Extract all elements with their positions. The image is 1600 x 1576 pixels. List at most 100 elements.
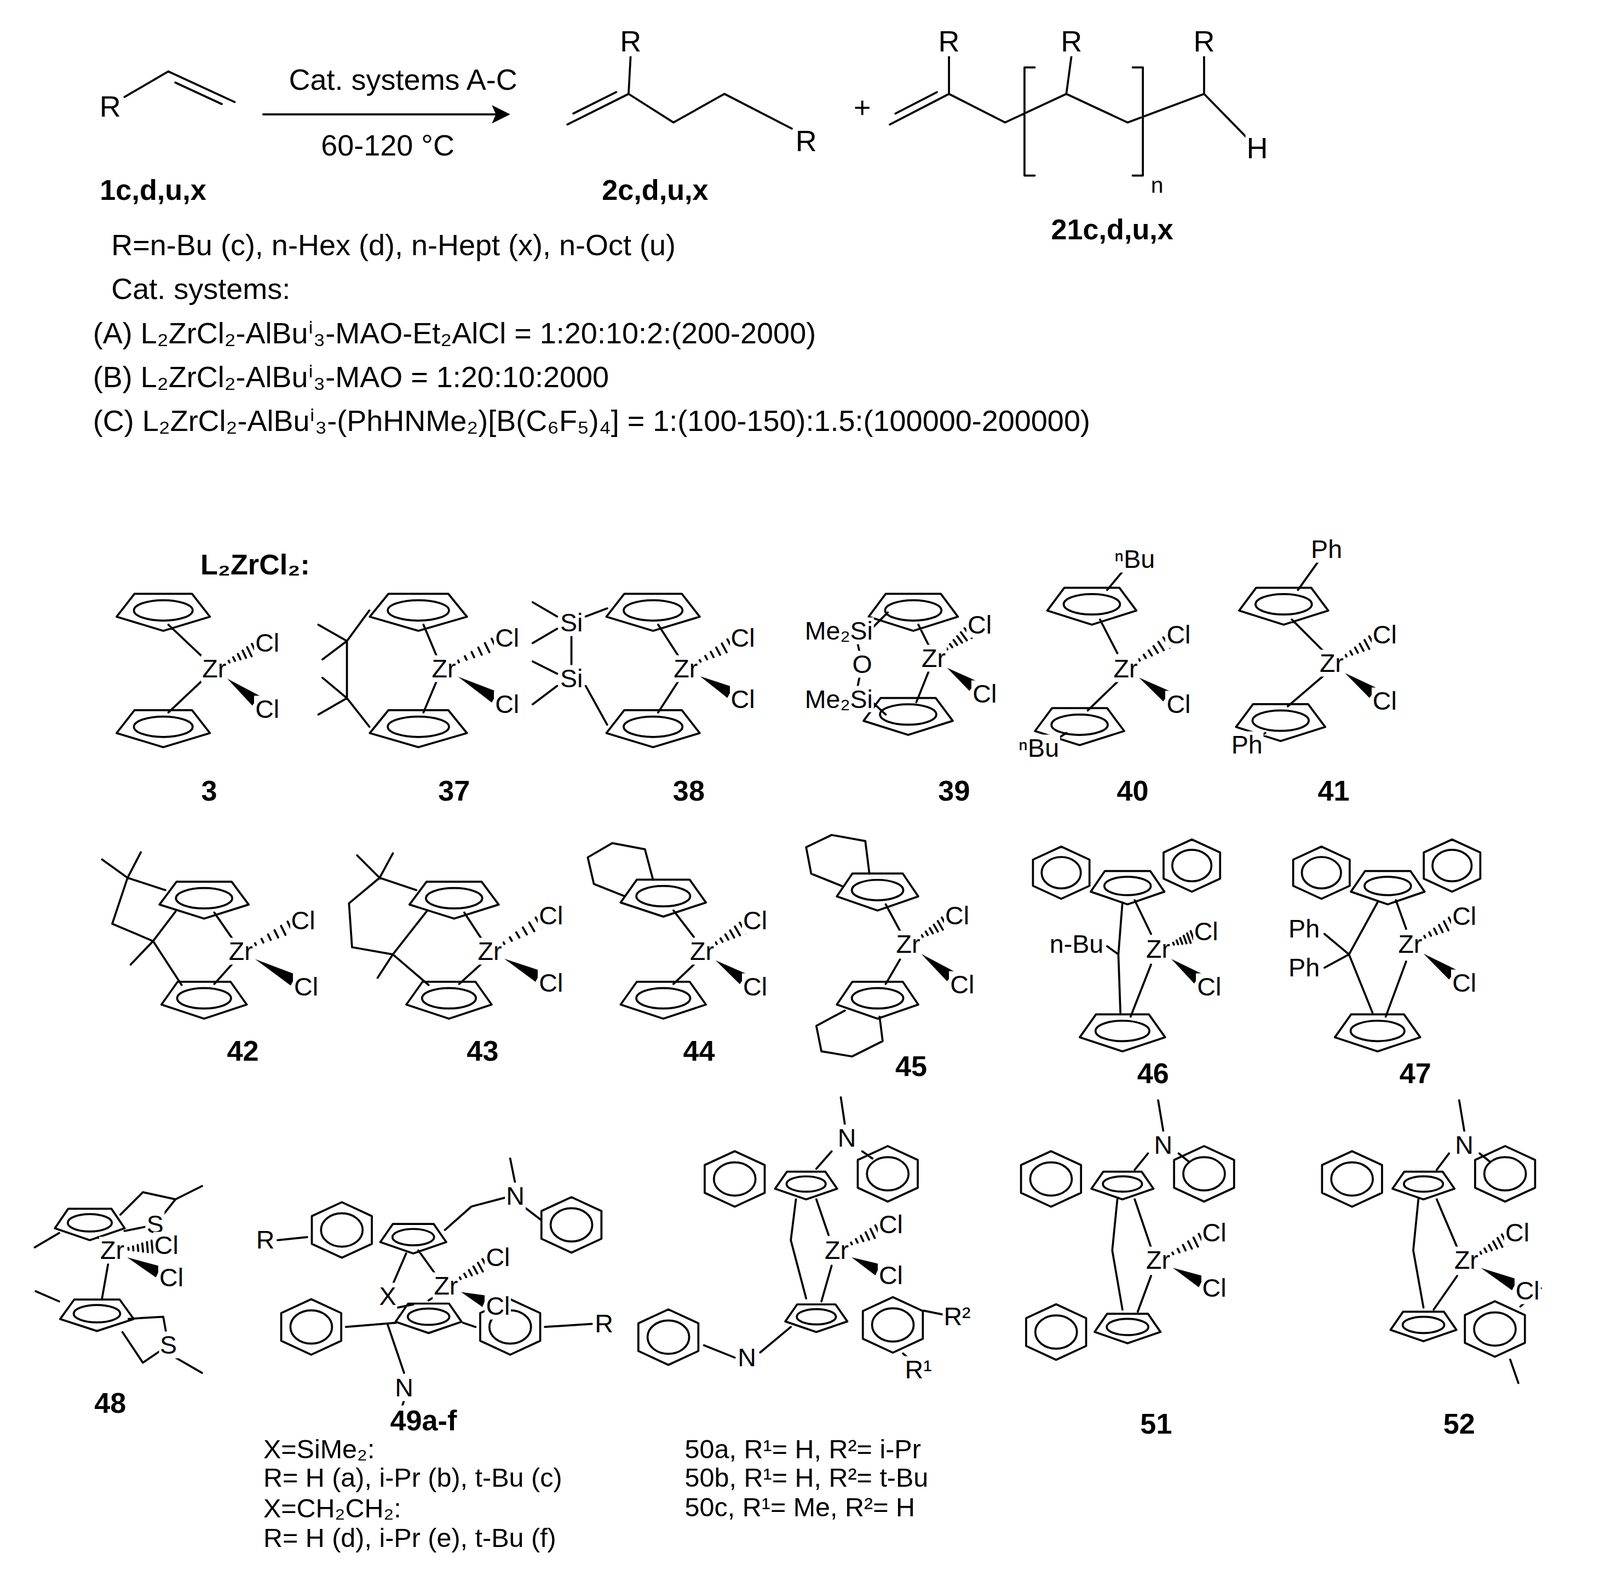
atom-label: N xyxy=(1153,1131,1174,1159)
substituent-note: 50b, R¹= H, R²= t-Bu xyxy=(683,1463,930,1492)
substituent-note: R= H (a), i-Pr (b), t-Bu (c) xyxy=(262,1463,564,1492)
atom-label: Zr xyxy=(1144,1246,1172,1274)
atom-label: S xyxy=(158,1331,178,1359)
atom-label: Cl xyxy=(493,624,521,652)
scheme-text: H xyxy=(1245,132,1269,164)
compound-number: 45 xyxy=(894,1051,929,1082)
atom-label: R xyxy=(593,1310,615,1338)
atom-label: N xyxy=(836,1124,858,1151)
compound-number: 39 xyxy=(936,775,971,807)
atom-label: Cl xyxy=(1201,1274,1228,1302)
atom-label: Cl xyxy=(254,629,281,657)
atom-label: Cl xyxy=(877,1262,905,1289)
atom-label: Cl xyxy=(493,690,521,718)
structure-bonds xyxy=(34,56,1541,1407)
compound-number: 49a-f xyxy=(388,1405,458,1436)
compound-number: 37 xyxy=(436,775,471,807)
compound-number: 21c,d,u,x xyxy=(1050,214,1175,245)
atom-label: Zr xyxy=(476,937,504,965)
atom-label: Cl xyxy=(158,1264,185,1292)
atom-label: Cl xyxy=(729,624,757,652)
substituent-note: X=CH₂CH₂: xyxy=(262,1494,403,1523)
atom-label: Cl xyxy=(1165,621,1192,649)
scheme-text: 60-120 °C xyxy=(319,129,456,161)
atom-label: Cl xyxy=(537,969,564,997)
atom-label: Cl xyxy=(1451,969,1478,997)
atom-label: Zr xyxy=(1453,1246,1480,1274)
atom-label: X xyxy=(378,1282,398,1310)
scheme-text: R xyxy=(98,90,123,122)
compound-number: 43 xyxy=(465,1036,500,1067)
atom-label: Cl xyxy=(1514,1277,1541,1305)
atom-label: Ph xyxy=(1287,914,1321,942)
atom-label: R¹ xyxy=(904,1355,934,1383)
atom-label: Cl xyxy=(1195,973,1223,1001)
atom-label: Zr xyxy=(1396,930,1424,958)
condition-line: (C) L₂ZrCl₂-AlBuⁱ₃-(PhHNMe₂)[B(C₆F₅)₄] =… xyxy=(91,404,1092,436)
atom-label: ⁿBu xyxy=(1017,734,1061,762)
atom-label: Cl xyxy=(741,973,769,1001)
atom-label: N xyxy=(393,1374,415,1402)
atom-label: Zr xyxy=(823,1236,850,1264)
atom-label: Zr xyxy=(1318,649,1345,677)
atom-label: Cl xyxy=(537,901,564,929)
compound-number: 41 xyxy=(1316,775,1351,807)
atom-label: Cl xyxy=(1371,687,1398,715)
atom-label: O xyxy=(851,651,874,678)
atom-label: Cl xyxy=(877,1211,905,1239)
atom-label: Zr xyxy=(672,654,699,682)
atom-label: Zr xyxy=(227,937,255,965)
atom-label: Me₂Si xyxy=(803,617,874,644)
compound-number: 40 xyxy=(1115,775,1150,807)
atom-label: Zr xyxy=(920,645,947,672)
atom-label: Cl xyxy=(741,906,769,934)
substituent-note: X=SiMe₂: xyxy=(262,1435,376,1464)
atom-label: Zr xyxy=(1144,935,1172,963)
compound-number: 3 xyxy=(199,775,218,807)
atom-label: Ph xyxy=(1287,953,1321,981)
atom-label: Zr xyxy=(430,654,458,682)
atom-label: Zr xyxy=(688,937,716,965)
substituent-note: R= H (d), i-Pr (e), t-Bu (f) xyxy=(262,1523,558,1552)
atom-label: Cl xyxy=(1371,621,1398,649)
scheme-text: R xyxy=(794,125,819,157)
atom-label: ⁿBu xyxy=(1113,545,1156,573)
atom-label: Cl xyxy=(1193,918,1220,946)
atom-label: N xyxy=(1453,1131,1475,1159)
atom-label: Cl xyxy=(948,971,976,999)
condition-line: R=n-Bu (c), n-Hex (d), n-Hept (x), n-Oct… xyxy=(110,229,677,261)
substituent-note: 50c, R¹= Me, R²= H xyxy=(683,1493,917,1522)
atom-label: Cl xyxy=(1451,902,1478,930)
scheme-text: R xyxy=(1059,25,1084,57)
compound-number: 38 xyxy=(671,775,706,807)
atom-label: R xyxy=(255,1226,276,1254)
atom-label: Zr xyxy=(1112,654,1139,682)
atom-label: Cl xyxy=(484,1292,511,1320)
atom-label: Zr xyxy=(895,930,922,958)
atom-label: Cl xyxy=(1504,1219,1531,1247)
compound-number: 44 xyxy=(681,1036,716,1067)
compound-number: 2c,d,u,x xyxy=(600,174,710,205)
atom-label: Ph xyxy=(1309,535,1344,563)
condition-line: Cat. systems: xyxy=(110,273,292,305)
compound-number: 47 xyxy=(1398,1058,1433,1089)
compound-number: 46 xyxy=(1136,1058,1171,1089)
scheme-text: R xyxy=(1192,25,1217,57)
atom-label: Cl xyxy=(292,973,320,1001)
atom-label: Cl xyxy=(254,695,281,723)
condition-line: (A) L₂ZrCl₂-AlBuⁱ₃-MAO-Et₂AlCl = 1:20:10… xyxy=(91,317,817,349)
atom-label: R² xyxy=(942,1302,972,1330)
atom-label: Cl xyxy=(729,685,757,713)
atom-label: N xyxy=(736,1343,758,1371)
condition-line: (B) L₂ZrCl₂-AlBuⁱ₃-MAO = 1:20:10:2000 xyxy=(91,360,610,393)
atom-label: Zr xyxy=(200,654,228,682)
compound-number: 51 xyxy=(1138,1408,1173,1439)
atom-label: Si xyxy=(559,608,584,636)
atom-label: Zr xyxy=(99,1236,126,1264)
compound-number: 52 xyxy=(1442,1408,1477,1439)
atom-label: Cl xyxy=(971,680,998,708)
atom-label: Si xyxy=(559,665,584,693)
compound-number: L₂ZrCl₂: xyxy=(199,549,312,580)
atom-label: Cl xyxy=(289,906,316,934)
atom-label: n-Bu xyxy=(1048,930,1105,958)
